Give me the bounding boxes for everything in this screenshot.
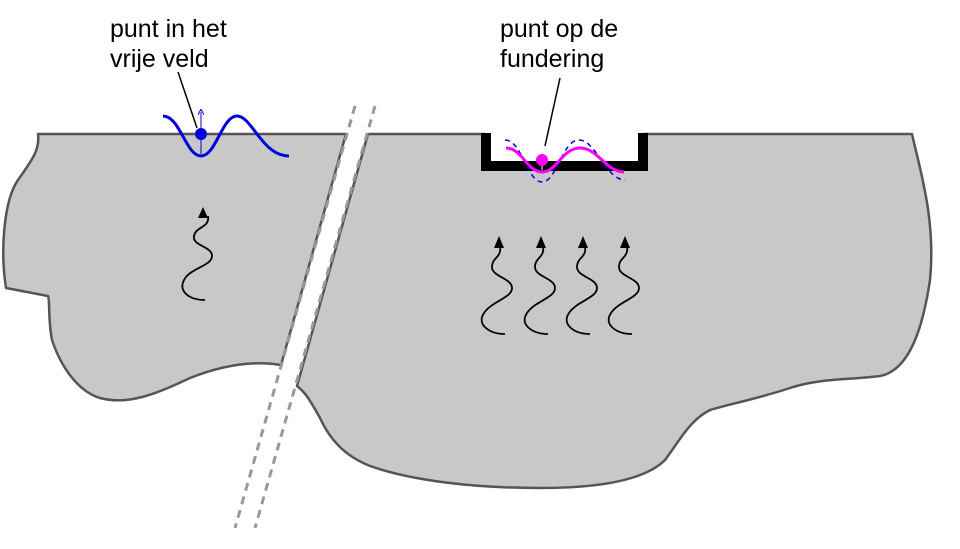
foundation-wave xyxy=(505,146,625,174)
label-free-field-line-2: vrije veld xyxy=(110,45,209,73)
free-field-wave xyxy=(162,114,290,158)
label-free-field-line-1: punt in het xyxy=(110,15,227,43)
seismic-wave-4-icon xyxy=(607,236,640,335)
seismic-wave-3-icon xyxy=(565,236,598,335)
seismic-wave-left-icon xyxy=(181,207,213,301)
foundation-leader-line xyxy=(544,77,561,147)
foundation-point xyxy=(536,154,548,166)
free-field-leader-line xyxy=(177,71,198,129)
ground-left xyxy=(2,132,348,402)
label-foundation-line-1: punt op de xyxy=(500,15,619,43)
fault-line-left xyxy=(233,105,357,529)
label-foundation-line-2: fundering xyxy=(500,45,605,73)
foundation-structure xyxy=(481,133,648,171)
label-free-field: punt in het vrije veld xyxy=(110,14,227,74)
seismic-wave-1-icon xyxy=(480,236,513,335)
ground-right xyxy=(295,132,933,490)
fault-line-right xyxy=(253,105,377,529)
free-field-point xyxy=(195,128,207,140)
label-foundation: punt op de fundering xyxy=(500,14,618,74)
seismic-wave-2-icon xyxy=(523,236,556,335)
